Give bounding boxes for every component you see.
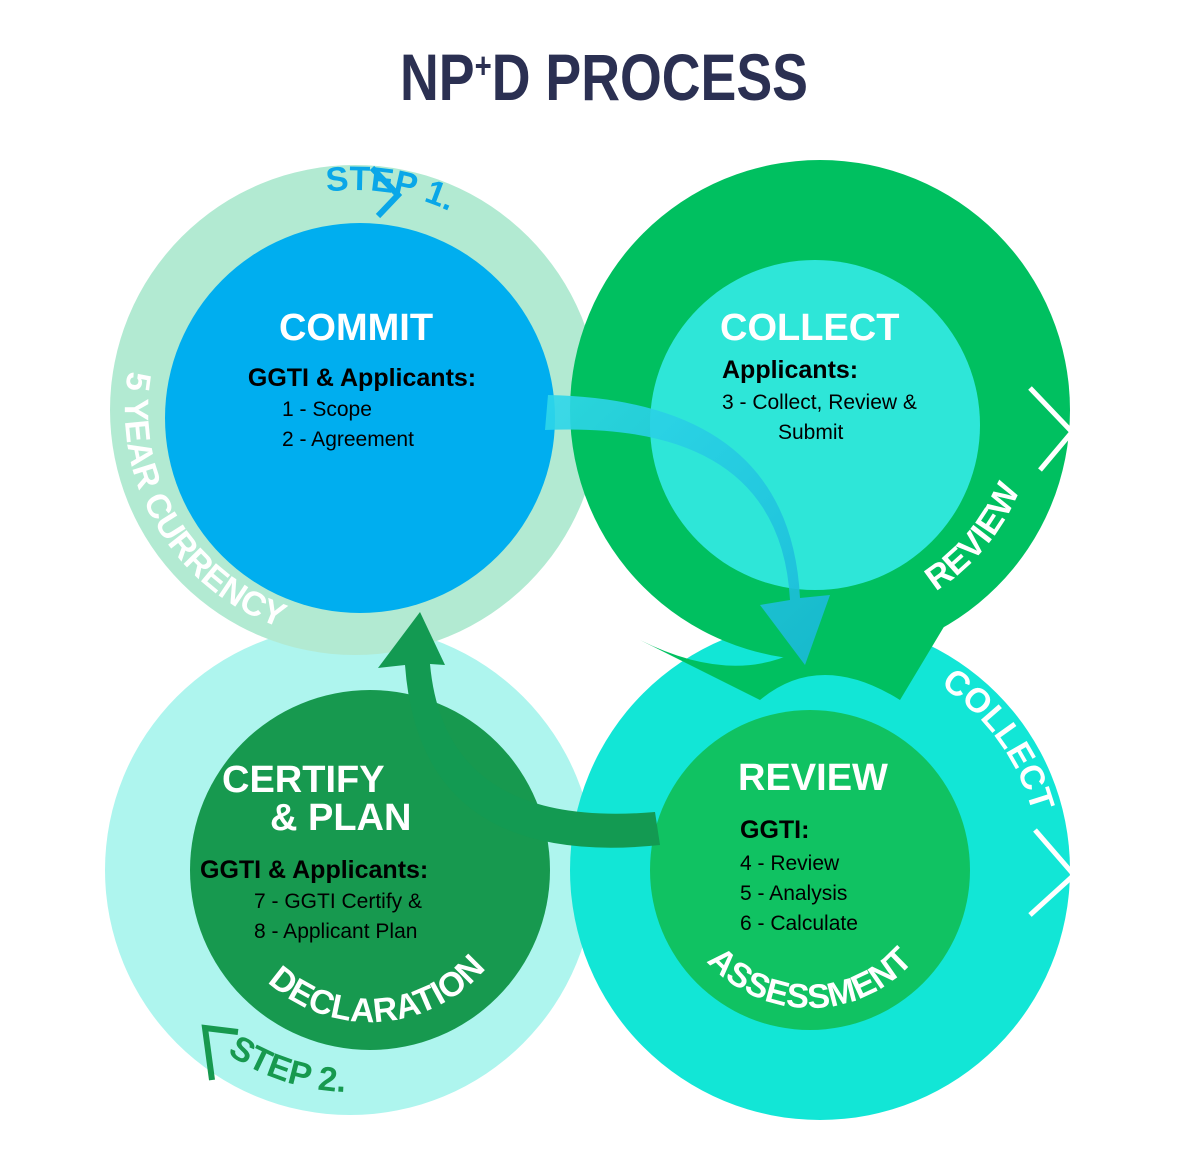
step1-chevron-icon [369, 165, 403, 219]
review-who: GGTI: [740, 816, 809, 844]
certify-heading: CERTIFY [222, 759, 385, 801]
collect-who: Applicants: [722, 356, 858, 384]
collect-core [650, 260, 980, 590]
commit-core [165, 223, 555, 613]
page-title: NP+D PROCESS [400, 40, 808, 114]
review-item: 6 - Calculate [740, 912, 858, 935]
certify-who: GGTI & Applicants: [200, 856, 428, 884]
title-part1: NP [400, 40, 475, 114]
review-item: 5 - Analysis [740, 882, 847, 905]
collect-heading: COLLECT [720, 307, 899, 349]
title-part2: D PROCESS [492, 40, 808, 114]
collect-item: 3 - Collect, Review & [722, 391, 917, 414]
figure-eight-connector [640, 584, 960, 700]
review-item: 4 - Review [740, 852, 840, 875]
commit-item: 2 - Agreement [282, 428, 414, 451]
commit-item: 1 - Scope [282, 398, 372, 421]
commit-who: GGTI & Applicants: [248, 364, 476, 392]
review-heading: REVIEW [738, 757, 888, 799]
review-core [650, 710, 970, 1030]
review-to-commit-arrow [378, 612, 660, 848]
commit-to-review-arrow [545, 395, 830, 665]
title-superscript: + [475, 45, 492, 86]
commit-heading: COMMIT [279, 307, 433, 349]
certify-item: 8 - Applicant Plan [254, 920, 417, 943]
collect-item: Submit [778, 421, 844, 444]
certify-heading-2: & PLAN [270, 797, 411, 839]
review-chevron-icon [1028, 386, 1076, 472]
step2-chevron-icon [201, 1024, 239, 1081]
certify-item: 7 - GGTI Certify & [254, 890, 422, 913]
collect-chevron-icon [1028, 828, 1078, 917]
